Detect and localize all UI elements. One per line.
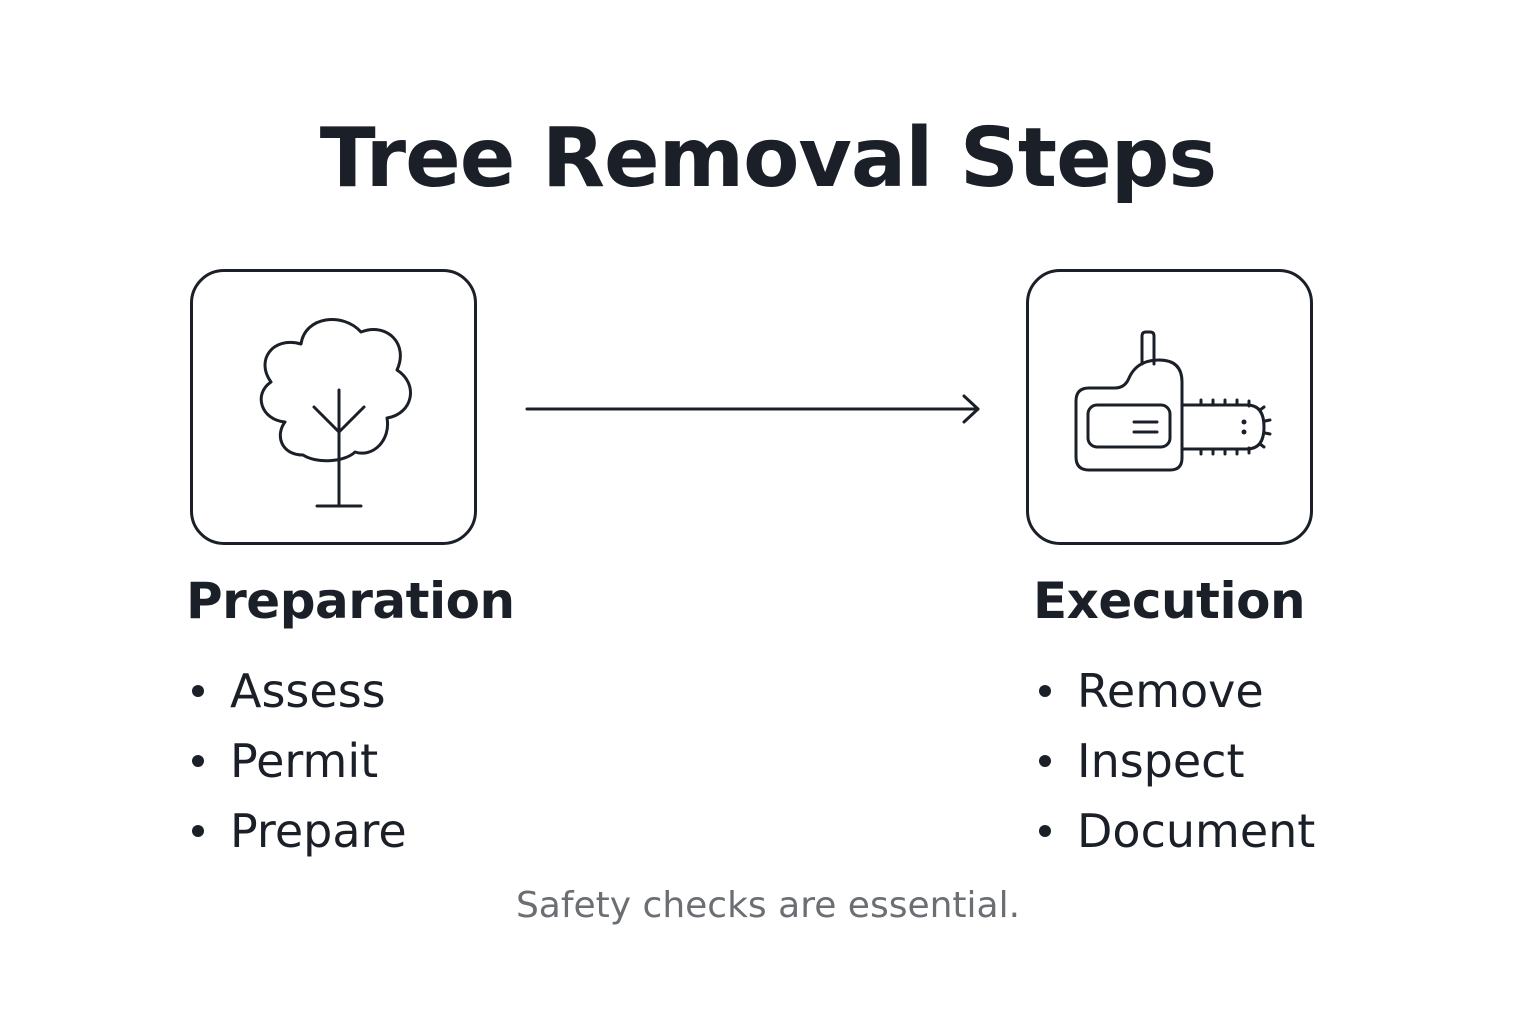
- list-item: Remove: [1033, 656, 1315, 726]
- bullet-icon: [192, 825, 204, 837]
- safety-note: Safety checks are essential.: [515, 885, 1021, 926]
- list-item-label: Inspect: [1077, 734, 1245, 788]
- preparation-icon-card: [190, 269, 477, 545]
- list-item: Prepare: [186, 796, 515, 866]
- execution-step: Execution Remove Inspect Document: [1033, 576, 1315, 866]
- list-item-label: Prepare: [230, 804, 407, 858]
- preparation-list: Assess Permit Prepare: [186, 656, 515, 866]
- list-item-label: Document: [1077, 804, 1316, 858]
- execution-list: Remove Inspect Document: [1033, 656, 1315, 866]
- chainsaw-icon: [1074, 330, 1272, 472]
- bullet-icon: [1039, 755, 1051, 767]
- execution-heading: Execution: [1033, 572, 1306, 630]
- list-item-label: Assess: [230, 664, 386, 718]
- list-item: Inspect: [1033, 726, 1315, 796]
- list-item-label: Remove: [1077, 664, 1264, 718]
- execution-icon-card: [1026, 269, 1313, 545]
- list-item-label: Permit: [230, 734, 379, 788]
- diagram-title: Tree Removal Steps: [319, 111, 1218, 206]
- list-item: Permit: [186, 726, 515, 796]
- list-item: Assess: [186, 656, 515, 726]
- bullet-icon: [192, 685, 204, 697]
- tree-icon: [259, 318, 412, 508]
- preparation-step: Preparation Assess Permit Prepare: [186, 576, 515, 866]
- preparation-heading: Preparation: [186, 572, 515, 630]
- bullet-icon: [192, 755, 204, 767]
- arrow-right-icon: [525, 394, 980, 424]
- bullet-icon: [1039, 685, 1051, 697]
- list-item: Document: [1033, 796, 1315, 866]
- bullet-icon: [1039, 825, 1051, 837]
